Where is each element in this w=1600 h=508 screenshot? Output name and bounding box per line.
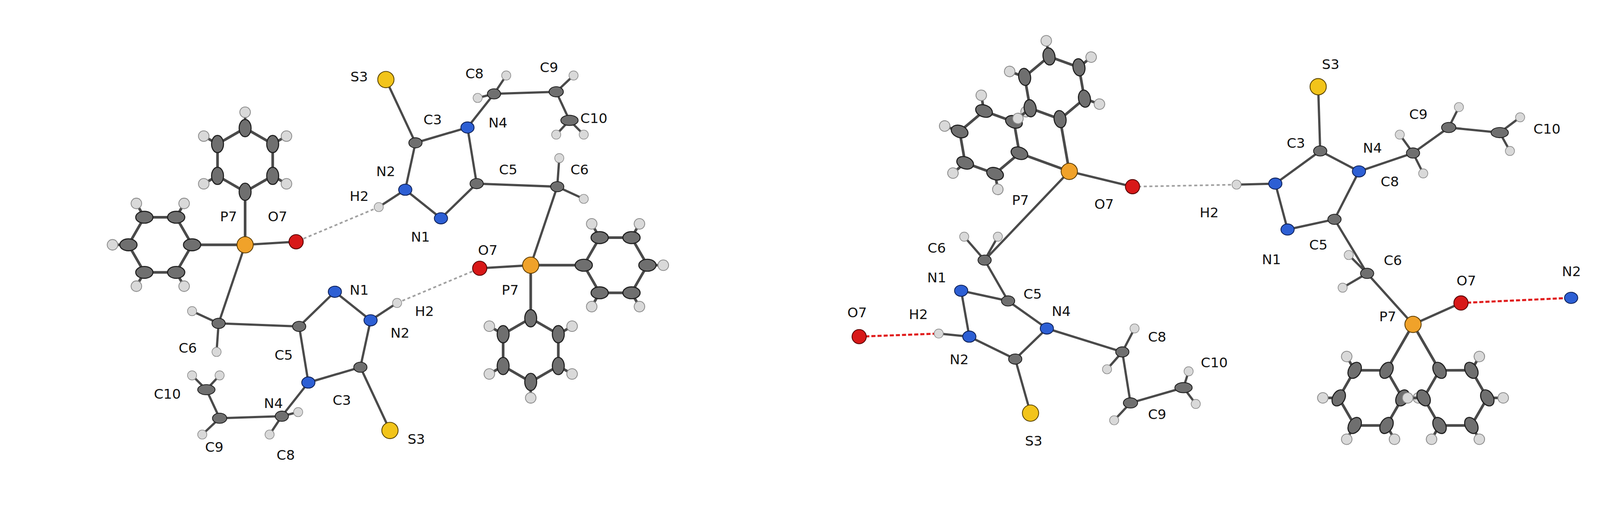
atom-label: C10 [1199,354,1230,370]
atom-label: C6 [1382,252,1404,268]
atom-label: N1 [409,229,432,245]
atom-label: C10 [1532,121,1562,137]
molecule [852,27,1201,425]
atom-label: C5 [1307,237,1329,253]
molecule [374,70,670,404]
atom-label: N2 [1560,263,1583,279]
atom-label: O7 [476,242,499,258]
atom-label: N4 [1361,140,1384,156]
atom-label: C9 [203,439,225,455]
atom-label: C8 [1379,173,1400,189]
hydrogen-bond [296,184,1572,337]
atom-label: C3 [1285,135,1307,151]
atom-label: C9 [1146,406,1168,422]
molecule [1231,78,1578,468]
atom-label: C8 [464,65,485,81]
atom-label: H2 [413,303,436,319]
atom-label: C10 [152,386,183,402]
atom-label: C8 [275,447,297,463]
atom-label: N4 [487,115,509,131]
atom-label: O7 [1455,273,1478,289]
atom-label: P7 [218,208,239,224]
atom-label: H2 [1198,204,1220,220]
atom-label: H2 [907,306,930,322]
molecule [107,107,402,440]
atom-label: C9 [1407,106,1429,122]
atom-label: C10 [579,110,609,126]
atom-label: N1 [926,269,948,285]
atom-label: C5 [273,347,294,363]
atom-label: C6 [569,161,590,177]
atom-label: S3 [406,431,427,447]
atom-label: O7 [846,304,869,320]
atom-label: C6 [177,340,199,356]
atom-label: S3 [349,69,370,85]
atom-label: P7 [1377,308,1398,324]
atom-label: H2 [348,188,370,204]
atom-label: N2 [948,351,970,367]
atom-label: P7 [500,282,520,298]
atom-label: N4 [262,395,285,411]
atom-label: C6 [926,240,947,256]
atom-label: C9 [538,59,560,75]
atom-label: N2 [374,163,397,179]
atom-label: C3 [422,111,443,127]
atom-label: C5 [1022,286,1043,302]
atom-label: N4 [1050,303,1073,319]
atom-label: N2 [389,325,412,341]
atom-label: P7 [1010,192,1031,208]
atom-label: N1 [1260,251,1283,267]
atom-label: C5 [497,161,519,177]
atom-label: N1 [348,282,370,298]
atom-label: C3 [331,392,353,408]
atom-label: S3 [1023,433,1044,449]
atom-label: S3 [1320,56,1341,72]
atom-label: C8 [1146,329,1168,345]
atom-label: O7 [266,208,289,224]
atom-label: O7 [1092,196,1116,212]
